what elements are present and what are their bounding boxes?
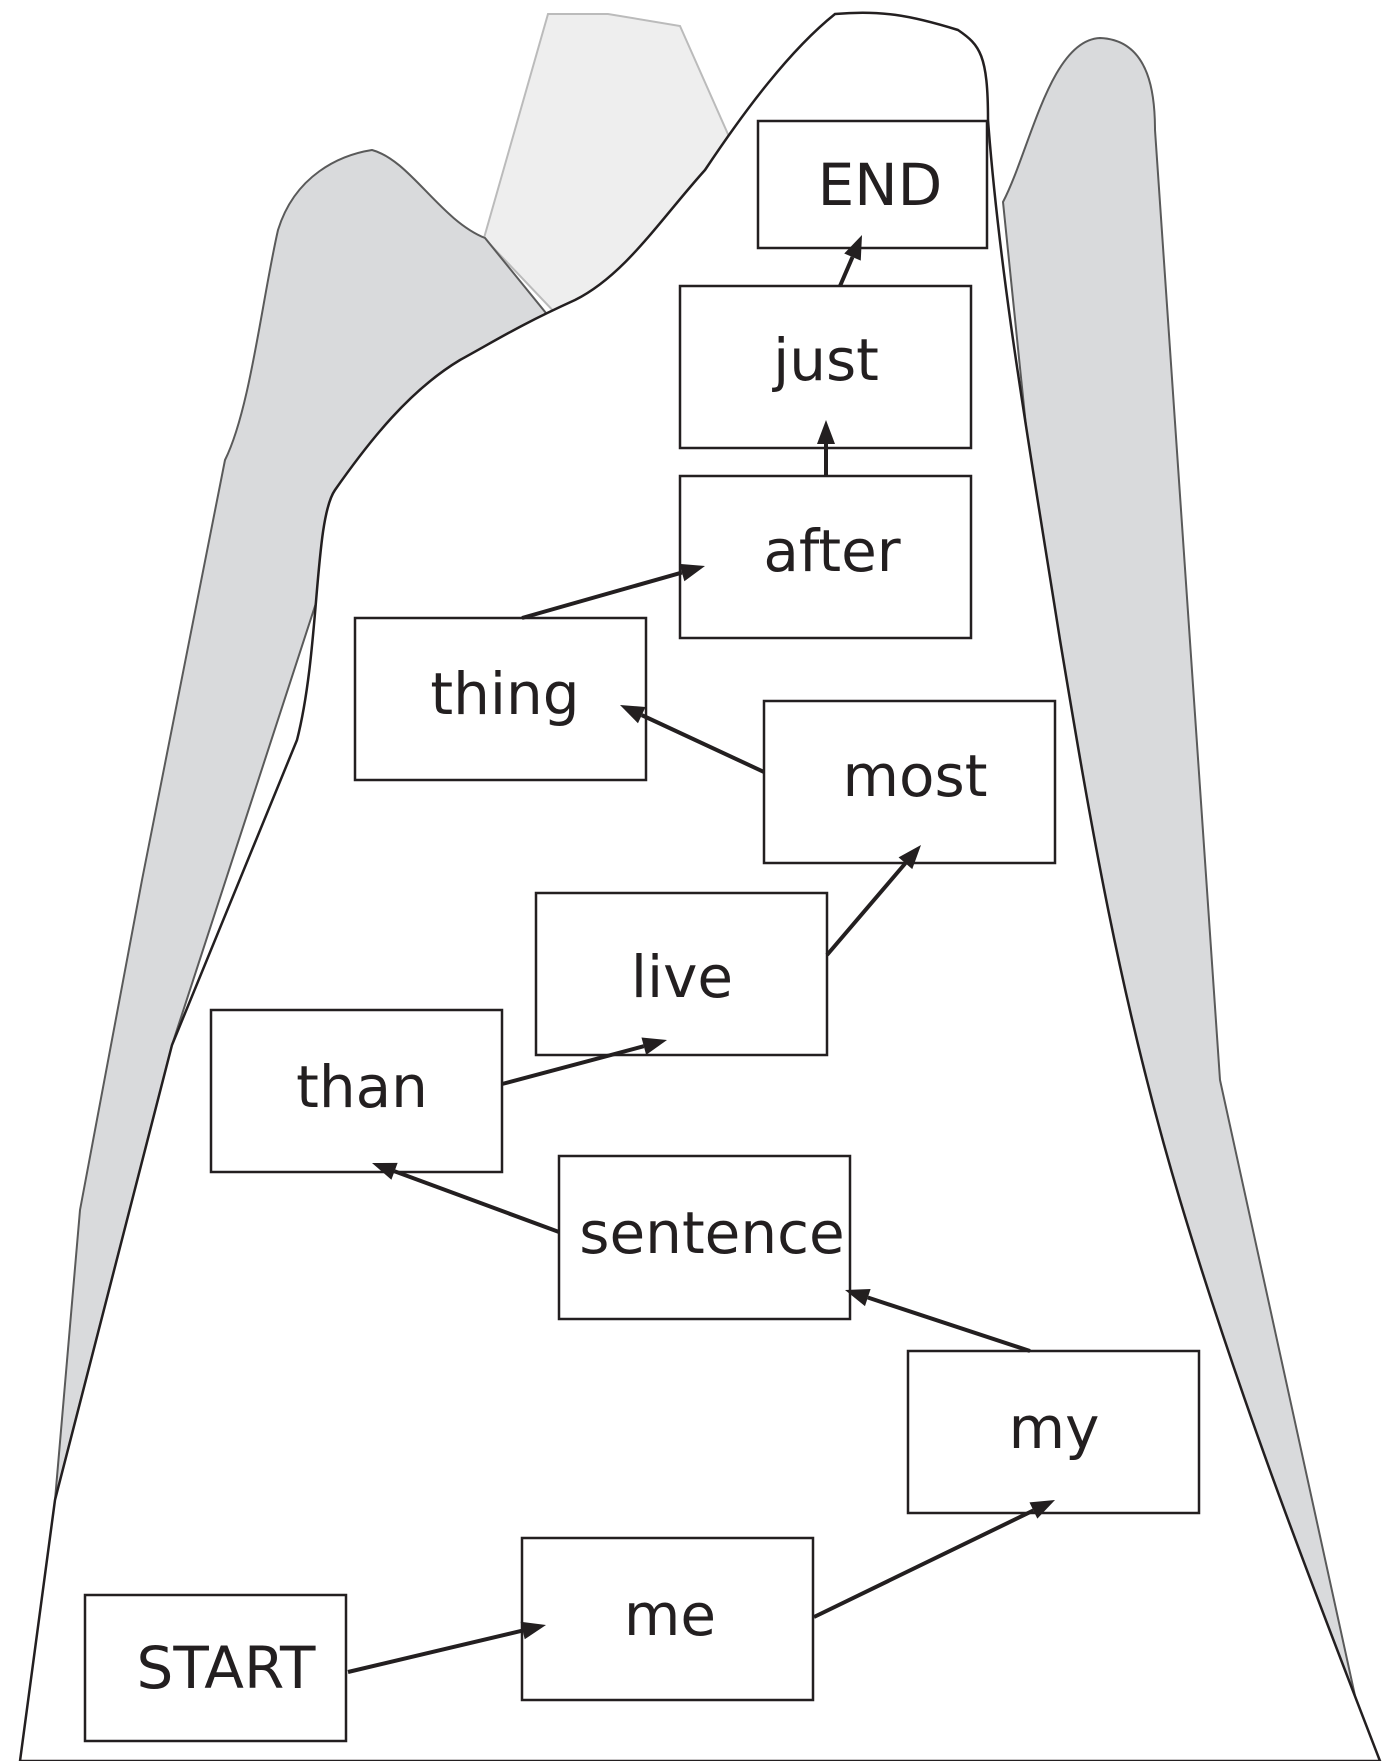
word-text-than: than	[296, 1053, 428, 1121]
word-text-after: after	[763, 517, 900, 585]
word-text-live: live	[631, 943, 733, 1011]
word-text-me: me	[624, 1581, 716, 1649]
word-text-start: START	[137, 1634, 316, 1702]
word-box-me: me	[522, 1538, 813, 1700]
word-text-thing: thing	[430, 660, 579, 728]
word-box-sentence: sentence	[559, 1156, 850, 1319]
word-text-sentence: sentence	[579, 1199, 844, 1267]
word-box-after: after	[680, 476, 971, 638]
word-box-than: than	[211, 1010, 502, 1172]
word-text-end: END	[818, 151, 943, 219]
word-box-end: END	[758, 121, 987, 248]
word-box-live: live	[536, 893, 827, 1055]
word-text-just: just	[771, 326, 879, 394]
word-text-most: most	[843, 742, 988, 810]
word-box-my: my	[908, 1351, 1199, 1513]
word-text-my: my	[1009, 1394, 1100, 1462]
word-box-thing: thing	[355, 618, 646, 780]
word-box-most: most	[764, 701, 1055, 863]
word-box-start: START	[85, 1595, 346, 1741]
